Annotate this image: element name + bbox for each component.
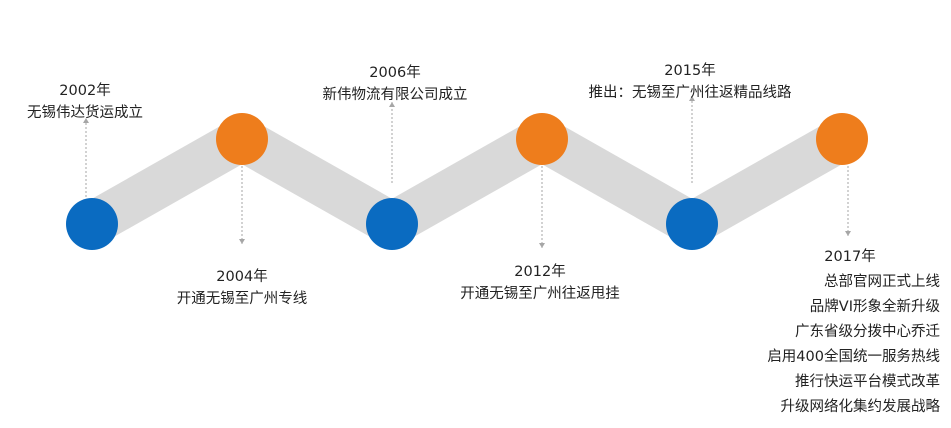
arrow-head-icon <box>845 231 851 236</box>
arrow-head-icon <box>689 96 695 101</box>
milestone-year: 2006年 <box>369 65 421 81</box>
milestone-event: 无锡伟达货运成立 <box>27 105 143 121</box>
band-segment <box>220 117 414 246</box>
connector-lines <box>83 96 851 248</box>
arrow-head-icon <box>539 243 545 248</box>
zigzag-band <box>70 117 864 246</box>
milestone-label-2006: 2006年 新伟物流有限公司成立 <box>290 62 500 106</box>
milestone-event: 推出：无锡至广州往返精品线路 <box>588 85 792 101</box>
milestone-year: 2017年 <box>824 249 876 265</box>
arrow-head-icon <box>83 118 89 123</box>
milestone-event: 推行快运平台模式改革 <box>795 374 940 390</box>
milestone-node <box>216 113 268 165</box>
milestone-label-2017: 2017年 总部官网正式上线 品牌VI形象全新升级 广东省级分拨中心乔迁 启用4… <box>700 245 940 420</box>
milestone-label-2002: 2002年 无锡伟达货运成立 <box>10 80 160 124</box>
milestone-label-2015: 2015年 推出：无锡至广州往返精品线路 <box>560 60 820 104</box>
milestone-year: 2004年 <box>216 269 268 285</box>
milestone-node <box>66 198 118 250</box>
milestone-event: 启用400全国统一服务热线 <box>767 349 940 365</box>
band-segment <box>520 117 714 246</box>
milestone-event: 总部官网正式上线 <box>824 274 940 290</box>
milestone-event: 广东省级分拨中心乔迁 <box>795 324 940 340</box>
milestone-event: 新伟物流有限公司成立 <box>322 87 468 103</box>
milestone-year: 2012年 <box>514 264 566 280</box>
band-segment <box>370 117 564 246</box>
milestone-node <box>816 113 868 165</box>
milestone-event: 开通无锡至广州往返甩挂 <box>460 286 620 302</box>
arrow-head-icon <box>239 239 245 244</box>
milestone-label-2012: 2012年 开通无锡至广州往返甩挂 <box>430 261 650 305</box>
milestone-year: 2002年 <box>59 83 111 99</box>
milestone-event: 升级网络化集约发展战略 <box>780 399 941 415</box>
milestone-event: 开通无锡至广州专线 <box>176 291 308 307</box>
milestone-node <box>516 113 568 165</box>
milestone-event: 品牌VI形象全新升级 <box>809 299 940 315</box>
arrow-head-icon <box>389 102 395 107</box>
milestone-nodes <box>66 113 868 250</box>
milestone-year: 2015年 <box>664 63 716 79</box>
milestone-node <box>366 198 418 250</box>
milestone-label-2004: 2004年 开通无锡至广州专线 <box>142 266 342 310</box>
band-segment <box>670 117 864 246</box>
milestone-node <box>666 198 718 250</box>
band-segment <box>70 117 264 246</box>
